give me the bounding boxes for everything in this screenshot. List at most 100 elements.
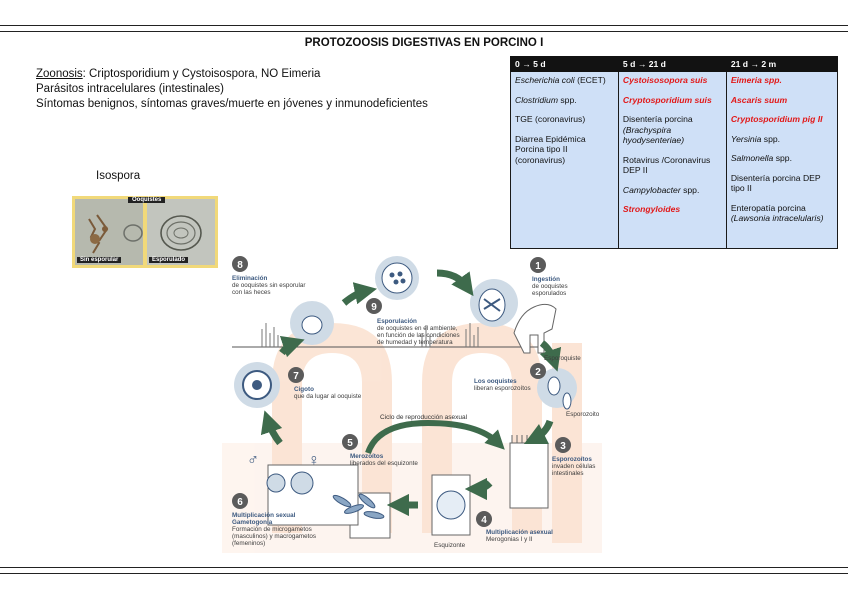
pathogen-enteropatia: Enteropatía porcina(Lawsonia intracelula… bbox=[731, 203, 833, 224]
step-9-title: Esporulación bbox=[377, 318, 417, 325]
asexual-cycle-arrow bbox=[365, 419, 505, 455]
step-2-desc: liberan esporozoítos bbox=[474, 385, 531, 392]
micrograph-header: Ooquistes bbox=[128, 197, 166, 203]
intracellular-line: Parásitos intracelulares (intestinales) bbox=[36, 83, 224, 95]
page-title: PROTOZOOSIS DIGESTIVAS EN PORCINO I bbox=[304, 37, 544, 49]
sporulated-label: Esporulado bbox=[149, 257, 189, 263]
pathogen-salmonella: Salmonella spp. bbox=[731, 153, 833, 164]
salmonella-rest: spp. bbox=[773, 153, 792, 163]
step-3-desc-1: invaden células bbox=[552, 463, 595, 470]
bottom-rule-1 bbox=[0, 567, 848, 568]
pathogen-cryptosporidium-pig: Cryptosporidium pig II bbox=[730, 114, 823, 124]
step-8-desc-1: de ooquistes sin esporular bbox=[232, 282, 306, 289]
header-0-5d: 0 → 5 d bbox=[510, 56, 619, 72]
step-4-number: 4 bbox=[481, 515, 487, 526]
step-6-title: Multiplicación sexual bbox=[232, 512, 296, 519]
pathogen-dep: Diarrea Epidémica Porcina tipo II (coron… bbox=[515, 133, 586, 165]
lawsonia-name: (Lawsonia intracelularis) bbox=[730, 213, 824, 223]
step-1-desc-1: de ooquistes bbox=[532, 283, 568, 290]
micrograph-sporulated: Esporulado bbox=[147, 199, 215, 265]
table-header-row: 0 → 5 d 5 d → 21 d 21 d → 2 m bbox=[510, 56, 839, 72]
step-2-title: Los ooquistes bbox=[474, 378, 517, 385]
pathogen-cystoisospora: Cystoisosopora suis bbox=[622, 75, 708, 85]
clostridium-rest: spp. bbox=[557, 94, 577, 105]
step-5-title: Merozoítos bbox=[350, 453, 384, 460]
campylobacter-name: Campylobacter bbox=[622, 184, 681, 195]
symptoms-line: Síntomas benignos, síntomas graves/muert… bbox=[36, 98, 428, 110]
intro-text: Zoonosis: Criptosporidium y Cystoisospor… bbox=[36, 67, 428, 112]
pathogen-ecoli: Escherichia coli (ECET) bbox=[515, 75, 614, 86]
header-21d-2m: 21 d → 2 m bbox=[725, 56, 839, 72]
step-2-tag-b: Esporozoito bbox=[566, 411, 600, 418]
header-5-21d: 5 d → 21 d bbox=[617, 56, 727, 72]
step-6-desc-2: (masculinos) y macrogametos bbox=[232, 533, 316, 540]
zoonosis-label: Zoonosis bbox=[36, 68, 83, 80]
top-rule-1 bbox=[0, 25, 848, 26]
step-8-number: 8 bbox=[237, 260, 243, 271]
step-1-number: 1 bbox=[535, 261, 541, 272]
disenteria-name: Disentería porcina bbox=[622, 114, 693, 124]
step-3-desc-2: intestinales bbox=[552, 470, 584, 477]
step-6-desc-3: (femeninos) bbox=[232, 540, 265, 547]
merozoites bbox=[332, 493, 385, 519]
step-6-desc-1: Formación de microgametos bbox=[232, 526, 312, 533]
step-9-number: 9 bbox=[371, 302, 377, 313]
lifecycle-diagram: ♂ ♀ Ciclo de reproducción asexual 1 2 3 … bbox=[222, 256, 602, 553]
pathogen-clostridium: Clostridium spp. bbox=[515, 95, 614, 106]
step-7-desc: que da lugar al ooquiste bbox=[294, 393, 362, 400]
pathogen-ascaris: Ascaris suum bbox=[730, 94, 788, 105]
oocyst-micrograph: Sin esporular Esporulado Ooquistes bbox=[72, 196, 218, 268]
step-8-title: Eliminación bbox=[232, 275, 267, 282]
unsporulated-image bbox=[75, 199, 143, 265]
yersinia-name: Yersinia bbox=[730, 133, 762, 144]
zoonosis-line: Zoonosis: Criptosporidium y Cystoisospor… bbox=[36, 67, 428, 82]
pathogen-rotavirus: Rotavirus /Coronavirus DEP II bbox=[622, 154, 711, 176]
pathogen-tge: TGE (coronavirus) bbox=[515, 114, 586, 124]
ecoli-rest: (ECET) bbox=[574, 75, 606, 85]
yersinia-rest: spp. bbox=[761, 133, 781, 144]
age-pathogen-table: 0 → 5 d 5 d → 21 d 21 d → 2 m Escherichi… bbox=[510, 56, 839, 249]
bottom-rule-2 bbox=[0, 573, 848, 574]
pathogen-strongyloides: Strongyloides bbox=[622, 204, 681, 214]
step-2-tag-a: Esporoquiste bbox=[544, 355, 581, 362]
step-1-desc-2: esporulados bbox=[532, 290, 566, 297]
step-5-number: 5 bbox=[347, 438, 353, 449]
micrograph-unsporulated: Sin esporular bbox=[75, 199, 143, 265]
step-5-desc: liberados del esquizonte bbox=[350, 460, 418, 467]
top-rule-2 bbox=[0, 31, 848, 32]
female-icon: ♀ bbox=[308, 452, 320, 469]
unsporulated-label: Sin esporular bbox=[77, 257, 122, 263]
step-6-title-2: Gametogonia bbox=[232, 519, 273, 526]
step-9-desc-2: en función de las condiciones bbox=[377, 332, 460, 339]
step-1-title: Ingestión bbox=[532, 276, 560, 283]
step-labels: Ingestión de ooquistes esporulados Espor… bbox=[232, 275, 600, 549]
zoom-circles bbox=[234, 256, 577, 410]
table-row: Escherichia coli (ECET) Clostridium spp.… bbox=[510, 71, 839, 249]
step-2-number: 2 bbox=[535, 367, 541, 378]
grass-marks bbox=[261, 323, 479, 347]
pathogen-cryptosporidium-suis: Cryptosporidium suis bbox=[622, 94, 712, 105]
brachyspira-name: (Brachyspira hyodysenteriae) bbox=[622, 124, 685, 146]
step-3-number: 3 bbox=[560, 441, 566, 452]
step-badges: 1 2 3 4 5 6 7 8 9 bbox=[232, 256, 571, 527]
step-9-desc-3: de humedad y temperatura bbox=[377, 339, 453, 346]
zoonosis-rest: : Criptosporidium y Cystoisospora, NO Ei… bbox=[82, 68, 321, 80]
step-4-title: Multiplicación asexual bbox=[486, 529, 553, 536]
sporulated-image bbox=[147, 199, 215, 265]
ecoli-name: Escherichia coli bbox=[515, 75, 575, 85]
step-4-desc: Merogonias I y II bbox=[486, 536, 533, 543]
col-5-21d: Cystoisosopora suis Cryptosporidium suis… bbox=[617, 71, 727, 249]
male-icon: ♂ bbox=[247, 452, 259, 469]
enteropatia-name: Enteropatía porcina bbox=[730, 202, 806, 213]
pig-silhouette bbox=[513, 303, 557, 354]
isospora-label: Isospora bbox=[96, 170, 141, 182]
salmonella-name: Salmonella bbox=[730, 153, 774, 163]
step-9-desc-1: de ooquistes en el ambiente, bbox=[377, 325, 458, 332]
col-21d-2m: Eimeria spp. Ascaris suum Cryptosporidiu… bbox=[725, 71, 839, 249]
pathogen-yersinia: Yersinia spp. bbox=[731, 134, 833, 145]
step-6-number: 6 bbox=[237, 497, 243, 508]
cycle-arrows bbox=[260, 269, 562, 517]
step-7-title: Cigoto bbox=[294, 386, 314, 393]
step-7-number: 7 bbox=[293, 371, 299, 382]
col-0-5d: Escherichia coli (ECET) Clostridium spp.… bbox=[510, 71, 619, 249]
